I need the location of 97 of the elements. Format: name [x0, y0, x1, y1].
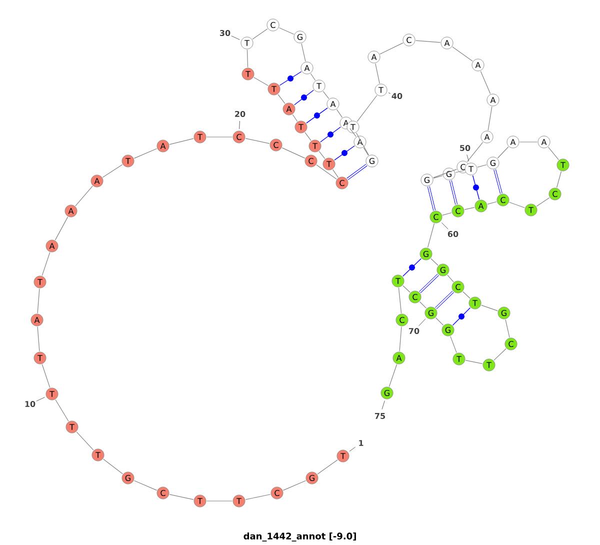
backbone-line: [356, 95, 378, 122]
backbone-line: [427, 223, 435, 248]
backbone-line: [322, 91, 330, 99]
backbone-line: [252, 28, 268, 40]
caption: dan_1442_annot [-9.0]: [244, 532, 356, 542]
backbone-line: [317, 460, 338, 474]
backbone-line: [134, 148, 158, 159]
backbone-line: [465, 360, 483, 364]
backbone-line: [245, 494, 271, 500]
backbone-line: [103, 458, 123, 474]
backbone-line: [206, 136, 233, 138]
backbone-line: [318, 151, 326, 159]
backbone-line: [254, 77, 268, 86]
backbone-line: [134, 480, 158, 491]
backbone-line: [350, 128, 356, 137]
backbone-line: [37, 288, 40, 314]
base-pair-line: [419, 274, 439, 294]
backbone-line: [375, 63, 380, 84]
backbone-line: [278, 94, 286, 104]
backbone-line: [399, 326, 402, 352]
backbone-line: [336, 109, 342, 118]
position-number: 1: [359, 440, 364, 446]
backbone-line: [455, 170, 465, 173]
backbone-line: [75, 186, 93, 206]
base-pair-line: [452, 307, 471, 326]
backbone-line: [398, 287, 402, 314]
base-pair-line: [472, 175, 480, 200]
backbone-line: [464, 207, 475, 210]
backbone-line: [430, 258, 438, 266]
position-number: 50: [460, 144, 470, 152]
backbone-line: [304, 132, 312, 141]
backbone-line: [452, 46, 473, 62]
backbone-line: [477, 164, 487, 168]
backbone-line: [245, 138, 270, 144]
backbone-line: [37, 326, 40, 352]
backbone-line: [442, 212, 452, 216]
position-number: 70: [408, 328, 420, 334]
backbone-line: [435, 317, 444, 326]
backbone-line: [488, 106, 492, 131]
base-pair-line: [435, 290, 454, 310]
backbone-line: [316, 164, 337, 180]
backbone-line: [556, 171, 562, 188]
base-pair-line: [294, 90, 314, 106]
backbone-line: [169, 494, 194, 500]
backbone-line: [332, 169, 338, 178]
backbone-line: [301, 43, 306, 62]
backbone-line: [494, 348, 506, 361]
backbone-line: [433, 175, 443, 179]
backbone-line: [466, 142, 484, 162]
backbone-line: [292, 114, 298, 122]
backbone-line: [282, 480, 306, 491]
backbone-line: [246, 49, 248, 68]
backbone-line: [102, 164, 123, 178]
backbone-line: [310, 73, 316, 81]
position-number: 30: [220, 30, 230, 36]
base-pair-line: [449, 180, 458, 205]
base-pair-line: [279, 71, 302, 86]
backbone-line: [54, 216, 68, 240]
base-pair-line: [306, 108, 328, 124]
position-number: 20: [235, 110, 246, 118]
backbone-line: [509, 202, 525, 208]
position-number: 60: [448, 230, 458, 238]
backbone-line: [433, 168, 457, 178]
backbone-line: [206, 500, 233, 502]
backbone-line: [363, 147, 369, 156]
backbone-line: [497, 146, 509, 158]
backbone-line: [169, 138, 194, 145]
backbone-line: [55, 399, 69, 422]
backbone-line: [42, 364, 50, 388]
backbone-line: [388, 364, 398, 387]
backbone-line: [419, 301, 427, 309]
backbone-line: [481, 304, 498, 312]
base-pair-line: [320, 126, 341, 142]
backbone-line: [447, 274, 454, 282]
backbone-line: [462, 291, 470, 299]
position-number: 75: [374, 413, 385, 419]
backbone-line: [278, 27, 294, 35]
base-pair-line: [346, 164, 368, 180]
backbone-line: [450, 336, 457, 353]
position-number: 40: [392, 92, 402, 100]
backbone-line: [76, 432, 94, 450]
backbone-line: [282, 148, 306, 158]
base-pair-line: [334, 146, 355, 160]
backbone-line: [402, 285, 410, 293]
backbone-line: [536, 197, 550, 207]
position-number: 10: [25, 400, 36, 408]
base-pair-line: [494, 169, 502, 194]
backbone-line: [415, 40, 441, 43]
base-pair-line: [427, 186, 436, 211]
backbone-line: [380, 42, 404, 54]
backbone-line: [505, 319, 510, 338]
backbone-line: [480, 70, 491, 94]
backbone-line: [356, 132, 369, 156]
backbone-line: [548, 146, 559, 160]
backbone-line: [487, 201, 497, 205]
base-pair-line: [402, 258, 422, 277]
backbone-line: [42, 252, 50, 276]
